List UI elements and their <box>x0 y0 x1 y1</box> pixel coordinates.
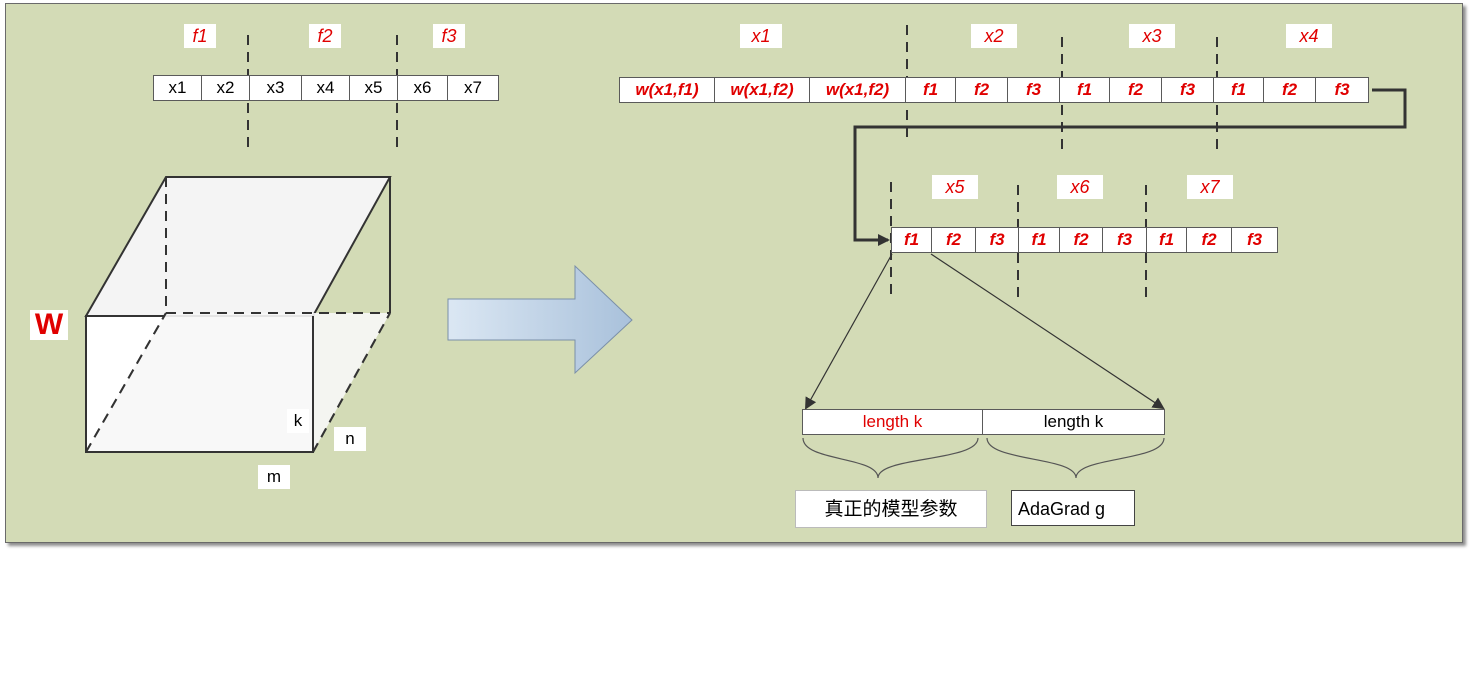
length-cell-adagrad: length k <box>1043 412 1104 431</box>
brace-left <box>802 437 979 479</box>
feature-cell: x6 <box>398 76 448 100</box>
feature-label: x4 <box>1286 24 1332 48</box>
detail-arrow-left <box>805 253 893 410</box>
feature-label: x1 <box>740 24 782 48</box>
feature-cell: x4 <box>302 76 350 100</box>
param-cell: f1 <box>892 228 932 252</box>
param-cell: w(x1,f2) <box>810 78 906 102</box>
param-cell: f1 <box>1214 78 1264 102</box>
param-cell: f3 <box>1246 230 1263 249</box>
param-cell: f1 <box>906 78 956 102</box>
feature-row: x1 x2 x3 x4 x5 x6 x7 <box>153 75 499 101</box>
detail-arrow-right <box>930 253 1165 410</box>
param-cell: w(x1,f2) <box>715 78 810 102</box>
param-row-top: w(x1,f1) w(x1,f2) w(x1,f2) f1 f2 f3 f1 f… <box>619 77 1369 103</box>
feature-cell: x3 <box>250 76 302 100</box>
caption-adagrad: AdaGrad g <box>1011 490 1135 526</box>
param-cell: f3 <box>1103 228 1147 252</box>
param-cell: f3 <box>1008 78 1060 102</box>
param-cell: f3 <box>976 228 1019 252</box>
dimension-k-label: k <box>287 409 309 433</box>
feature-cell: x2 <box>202 76 250 100</box>
brace-right <box>986 437 1165 479</box>
param-cell: f3 <box>1162 78 1214 102</box>
param-cell: f2 <box>1264 78 1316 102</box>
detail-row: length k length k <box>802 409 1165 435</box>
param-cell: f1 <box>1060 78 1110 102</box>
field-label: f3 <box>433 24 465 48</box>
param-cell: f2 <box>932 228 976 252</box>
param-row-bottom: f1 f2 f3 f1 f2 f3 f1 f2 f3 <box>891 227 1278 253</box>
length-cell-params: length k <box>803 410 983 434</box>
transform-arrow-icon <box>447 264 633 375</box>
field-label: f2 <box>309 24 341 48</box>
feature-cell: x7 <box>464 78 482 97</box>
param-cell: f2 <box>1187 228 1232 252</box>
feature-label: x7 <box>1187 175 1233 199</box>
wrap-connector <box>853 88 1407 246</box>
feature-cell: x5 <box>350 76 398 100</box>
dimension-m-label: m <box>258 465 290 489</box>
feature-label: x5 <box>932 175 978 199</box>
param-cell: f2 <box>956 78 1008 102</box>
field-label: f1 <box>184 24 216 48</box>
feature-label: x6 <box>1057 175 1103 199</box>
param-cell: f1 <box>1147 228 1187 252</box>
param-cell: f3 <box>1334 80 1350 99</box>
feature-label: x2 <box>971 24 1017 48</box>
param-cell: f2 <box>1060 228 1103 252</box>
caption-model-params: 真正的模型参数 <box>795 490 987 528</box>
dimension-n-label: n <box>334 427 366 451</box>
feature-label: x3 <box>1129 24 1175 48</box>
feature-cell: x1 <box>154 76 202 100</box>
matrix-w-label: W <box>30 310 68 340</box>
param-cell: w(x1,f1) <box>620 78 715 102</box>
param-cell: f1 <box>1019 228 1060 252</box>
param-cell: f2 <box>1110 78 1162 102</box>
